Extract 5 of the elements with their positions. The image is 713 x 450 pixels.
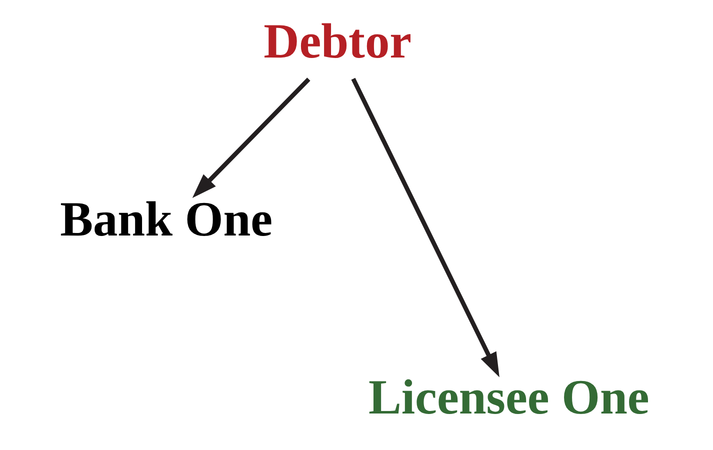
node-text: Debtor bbox=[263, 13, 412, 68]
arrow bbox=[192, 78, 310, 198]
arrow bbox=[350, 78, 499, 378]
node-text: Bank One bbox=[60, 191, 272, 246]
node-text: Licensee One bbox=[368, 369, 649, 424]
